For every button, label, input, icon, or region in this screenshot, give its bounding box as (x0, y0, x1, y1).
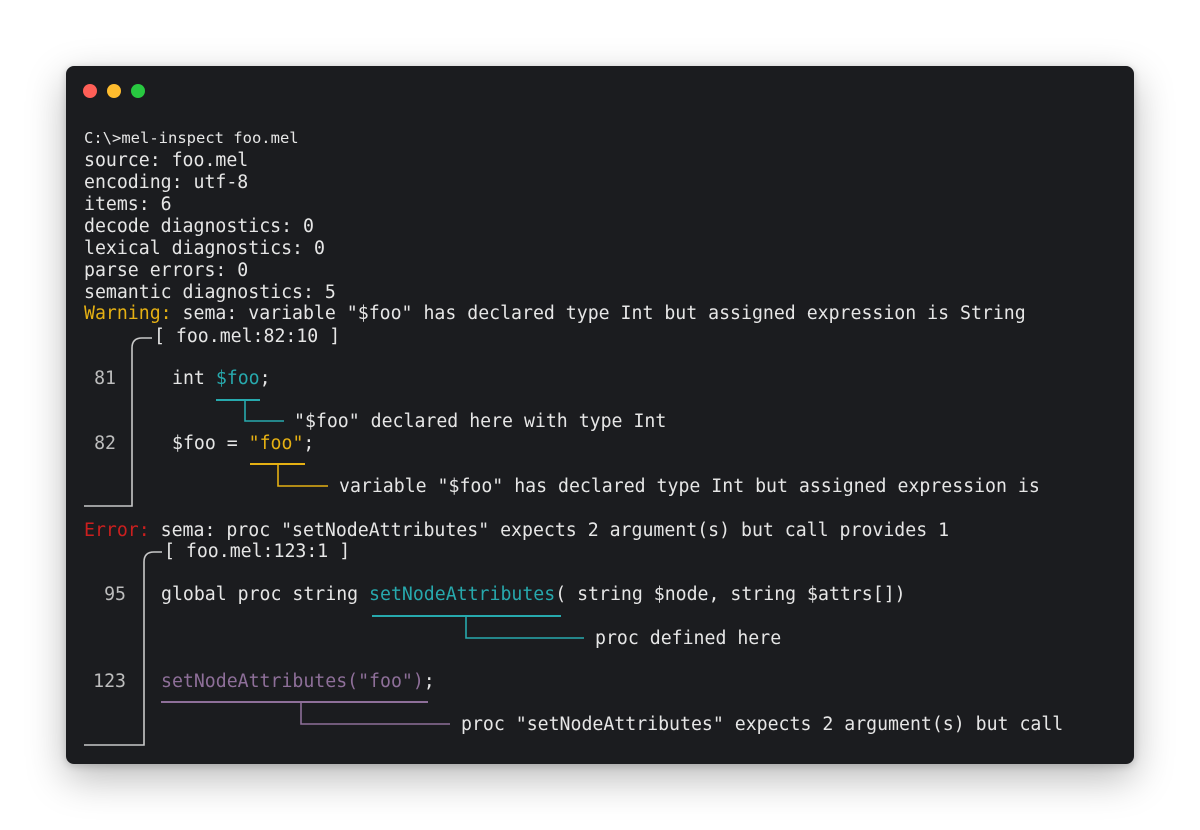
code-line: setNodeAttributes("foo"); (161, 671, 435, 692)
warning-connector-2 (277, 464, 328, 487)
line-number: 82 (94, 433, 116, 454)
error-location: [ foo.mel:123:1 ] (164, 541, 351, 562)
highlight-token: "foo" (248, 433, 304, 454)
warning-label: Warning: (84, 303, 172, 324)
command-line: C:\>mel-inspect foo.mel (84, 129, 299, 147)
annotation-text: proc "setNodeAttributes" expects 2 argum… (461, 714, 1064, 735)
maximize-button[interactable] (131, 84, 145, 98)
annotation-text: proc defined here (595, 628, 782, 649)
summary-encoding: encoding: utf-8 (84, 172, 249, 193)
close-button[interactable] (83, 84, 97, 98)
error-message: sema: proc "setNodeAttributes" expects 2… (149, 520, 950, 541)
summary-source: source: foo.mel (84, 150, 249, 171)
warning-connector-1 (244, 400, 284, 422)
highlight-token: setNodeAttributes("foo") (161, 671, 424, 692)
annotation-text: "$foo" declared here with type Int (294, 411, 667, 432)
error-connector-1 (465, 616, 584, 639)
line-number: 123 (93, 671, 126, 692)
highlight-token: setNodeAttributes (369, 584, 556, 605)
summary-parse: parse errors: 0 (84, 260, 249, 281)
line-number: 81 (94, 368, 116, 389)
warning-message: sema: variable "$foo" has declared type … (171, 303, 1026, 324)
summary-decode: decode diagnostics: 0 (84, 216, 314, 237)
warning-header: Warning: sema: variable "$foo" has decla… (84, 303, 1026, 325)
code-line: int $foo; (172, 368, 271, 389)
terminal-window: C:\>mel-inspect foo.mel source: foo.mel … (66, 66, 1134, 764)
warning-gutter-bracket (84, 337, 152, 507)
summary-lexical: lexical diagnostics: 0 (84, 238, 325, 259)
summary-items: items: 6 (84, 194, 172, 215)
error-connector-2 (300, 702, 450, 725)
code-line: $foo = "foo"; (172, 433, 315, 454)
highlight-token: $foo (215, 368, 260, 389)
line-number: 95 (104, 584, 126, 605)
warning-location: [ foo.mel:82:10 ] (154, 326, 341, 347)
minimize-button[interactable] (107, 84, 121, 98)
summary-semantic: semantic diagnostics: 5 (84, 282, 336, 303)
diagnostic-connectors (84, 337, 584, 746)
error-label: Error: (84, 520, 150, 541)
code-line: global proc string setNodeAttributes( st… (161, 584, 906, 605)
annotation-text: variable "$foo" has declared type Int bu… (339, 476, 1040, 497)
error-gutter-bracket (84, 551, 162, 746)
error-header: Error: sema: proc "setNodeAttributes" ex… (84, 520, 949, 542)
